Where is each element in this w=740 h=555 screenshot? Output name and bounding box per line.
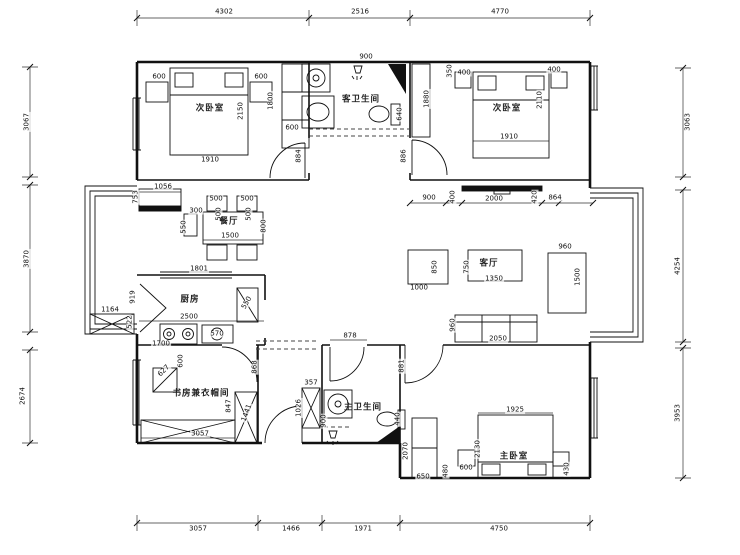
furniture-bedroom-master [411, 414, 570, 479]
chair [236, 244, 258, 261]
tv-stand [493, 190, 511, 195]
pillow [525, 75, 545, 91]
duct-shaft [376, 426, 400, 443]
nightstand [457, 449, 476, 467]
window-bedroom-right [590, 65, 598, 111]
kitchen-unit [236, 287, 259, 323]
pillow [527, 463, 547, 476]
washbasin [306, 102, 330, 122]
washbasin-cabinet [323, 389, 353, 419]
side-table [183, 213, 198, 237]
door-bedroom-master [404, 344, 444, 384]
nightstand [145, 81, 169, 103]
window-study [132, 359, 141, 426]
pillow [174, 72, 194, 88]
bay-cabinet [89, 313, 135, 335]
bay-window-left [84, 185, 137, 335]
walls [135, 60, 592, 480]
furniture-living [407, 185, 587, 343]
toilet [368, 105, 390, 123]
duct-shaft [388, 64, 406, 94]
tv [461, 185, 543, 192]
windows [84, 65, 644, 439]
dashed-openings [256, 128, 410, 428]
kitchen-sink [201, 324, 234, 344]
toilet [376, 411, 398, 427]
fixtures-bathroom-master [323, 389, 406, 445]
bay-window-right [590, 187, 644, 343]
door-bedroom-left [269, 142, 306, 179]
washbasin [327, 393, 349, 415]
chair [206, 244, 228, 261]
toilet-tank [390, 103, 401, 126]
door-bathroom-master [329, 346, 365, 382]
fixtures-bathroom-guest [301, 63, 406, 129]
door-entry [264, 405, 303, 444]
entry-cabinet [301, 387, 321, 429]
doors [139, 139, 448, 444]
door-bedroom-right [411, 139, 448, 176]
furniture-kitchen [89, 271, 259, 345]
toilet-tank [397, 409, 406, 430]
washbasin-cabinet [301, 95, 335, 129]
sideboard-front [138, 205, 182, 212]
door-study [221, 346, 258, 383]
furniture-dining [138, 188, 264, 261]
wardrobe [411, 63, 431, 138]
shower-head-icon [326, 430, 339, 445]
furniture-bedroom-left [145, 63, 310, 156]
pillow [481, 463, 501, 476]
window-bedroom-master [590, 377, 598, 439]
nightstand [550, 71, 568, 89]
sofa [454, 314, 538, 343]
furniture-study [140, 367, 258, 444]
washing-machine [301, 63, 331, 93]
rug [407, 249, 449, 285]
window-bedroom-left [132, 97, 141, 151]
chair [206, 195, 228, 212]
chair [236, 195, 258, 212]
wardrobe-tall [234, 391, 258, 444]
wardrobe [281, 63, 310, 149]
nightstand [249, 81, 273, 103]
nightstand [552, 451, 570, 467]
furniture-bedroom-right [411, 63, 568, 159]
side-cabinet [547, 252, 587, 314]
door-kitchen-fold [139, 283, 167, 333]
pillow [224, 72, 244, 88]
shower-head-icon [351, 65, 363, 80]
nightstand [454, 71, 472, 89]
dimension-ticks [26, 14, 687, 527]
bed [169, 67, 249, 156]
dining-table [202, 211, 264, 245]
coffee-table [467, 249, 523, 282]
bed [472, 71, 550, 159]
stove [159, 323, 198, 345]
bed [477, 414, 554, 479]
pillow [477, 75, 497, 91]
